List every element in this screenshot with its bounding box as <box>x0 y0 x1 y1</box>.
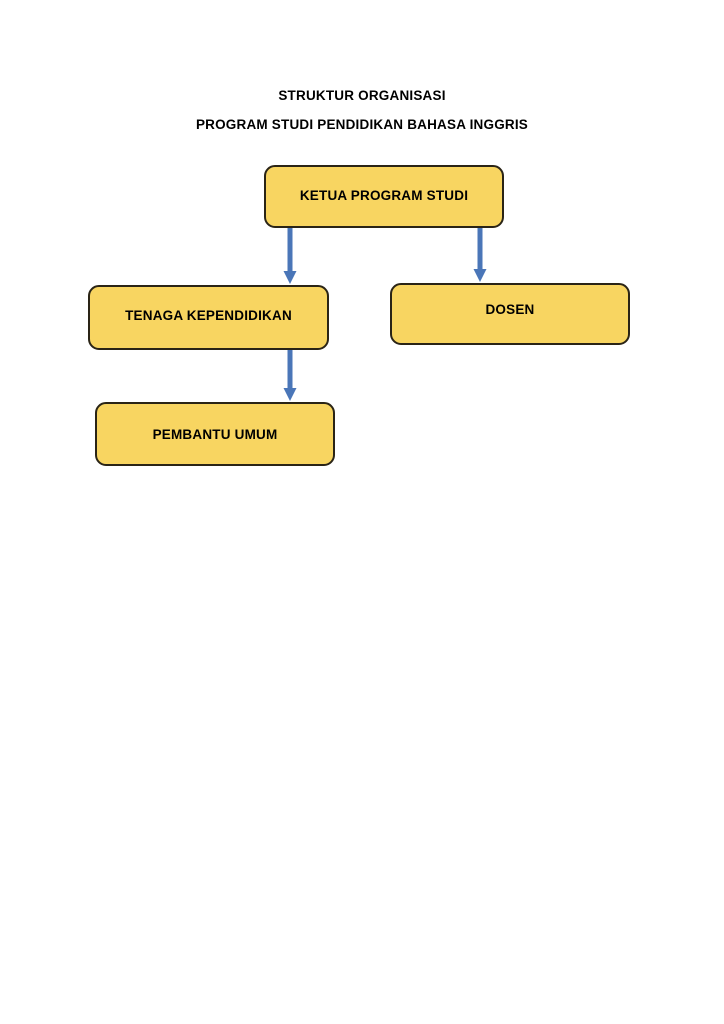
node-label: TENAGA KEPENDIDIKAN <box>125 308 292 323</box>
node-pembantu-umum[interactable]: PEMBANTU UMUM <box>95 402 335 466</box>
node-dosen[interactable]: DOSEN <box>390 283 630 345</box>
node-label: PEMBANTU UMUM <box>152 427 278 442</box>
node-tenaga-kependidikan[interactable]: TENAGA KEPENDIDIKAN <box>88 285 329 350</box>
page-title-line-1: STRUKTUR ORGANISASI <box>278 88 446 103</box>
connector-ketua-to-tenaga-arrow <box>282 228 298 285</box>
connector-ketua-to-dosen-arrow <box>472 228 488 283</box>
connector-tenaga-to-pembantu-arrow <box>282 350 298 402</box>
page-title-line-2: PROGRAM STUDI PENDIDIKAN BAHASA INGGRIS <box>195 117 529 132</box>
node-label: DOSEN <box>485 302 535 317</box>
node-ketua-program-studi[interactable]: KETUA PROGRAM STUDI <box>264 165 504 228</box>
node-label: KETUA PROGRAM STUDI <box>299 188 469 203</box>
